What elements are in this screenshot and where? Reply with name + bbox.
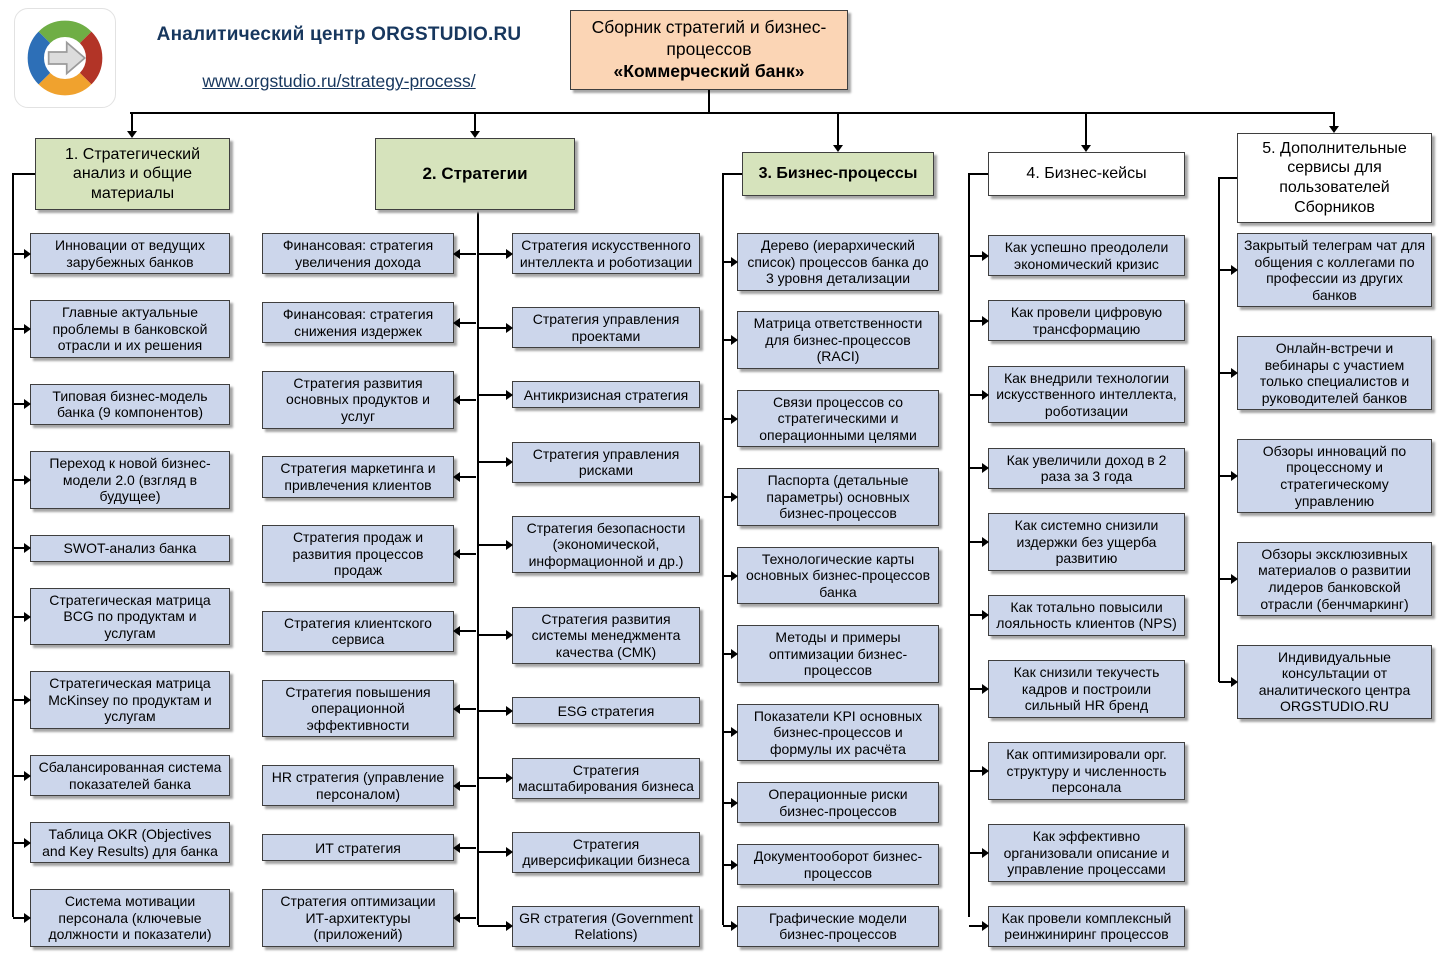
diagram-box: Операционные риски бизнес-процессов — [737, 782, 939, 824]
column-3-spine-stub — [722, 173, 742, 175]
column-3-spine — [722, 173, 724, 925]
brand-url-link[interactable]: www.orgstudio.ru/strategy-process/ — [202, 71, 476, 91]
column-5-spine — [1218, 177, 1220, 682]
diagram-box: Индивидуальные консультации от аналитиче… — [1237, 644, 1432, 719]
diagram-box: Как снизили текучесть кадров и построили… — [988, 660, 1185, 718]
header-drop-arrow-5 — [1333, 112, 1335, 126]
column-additional-services-items: Закрытый телеграм чат для общения с колл… — [1237, 233, 1432, 719]
column-2-spine — [477, 210, 479, 925]
diagram-box: Как увеличили доход в 2 раза за 3 года — [988, 447, 1185, 489]
orgstudio-logo-icon — [27, 20, 103, 96]
diagram-box: Закрытый телеграм чат для общения с колл… — [1237, 233, 1432, 308]
diagram-box: Переход к новой бизнес-модели 2.0 (взгля… — [30, 450, 230, 509]
diagram-box: Онлайн-встречи и вебинары с участием тол… — [1237, 335, 1432, 411]
diagram-box: Обзоры инноваций по процессному и страте… — [1237, 438, 1432, 514]
orgstudio-logo — [14, 8, 116, 108]
column-header-business-processes: 3. Бизнес-процессы — [742, 152, 934, 196]
diagram-box: Стратегия масштабирования бизнеса — [512, 757, 700, 799]
diagram-box: Инновации от ведущих зарубежных банков — [30, 233, 230, 275]
diagram-box: Система мотивации персонала (ключевые до… — [30, 889, 230, 947]
column-4-spine — [968, 173, 970, 917]
diagram-box: HR стратегия (управление персоналом) — [262, 765, 454, 807]
diagram-box: Стратегия маркетинга и привлечения клиен… — [262, 456, 454, 498]
title-line-2: «Коммерческий банк» — [613, 60, 805, 81]
diagram-box: Методы и примеры оптимизации бизнес-проц… — [737, 625, 939, 683]
column-5-spine-stub — [1218, 177, 1237, 179]
column-1-spine — [12, 173, 14, 917]
diagram-box: Стратегия клиентского сервиса — [262, 610, 454, 652]
brand-block: Аналитический центр ORGSTUDIO.RU www.org… — [120, 24, 558, 92]
title-line-1: Сборник стратегий и бизнес-процессов — [591, 17, 827, 60]
logo-ring-yellow — [38, 72, 92, 96]
diagram-box: Как провели комплексный реинжиниринг про… — [988, 905, 1185, 947]
logo-ring-red — [79, 31, 103, 85]
diagram-box: Сбалансированная система показателей бан… — [30, 755, 230, 797]
diagram-box: Стратегия безопасности (экономической, и… — [512, 515, 700, 574]
column-1-spine-stub — [12, 173, 35, 175]
diagram-box: Обзоры эксклюзивных материалов о развити… — [1237, 541, 1432, 617]
logo-ring-blue — [27, 31, 51, 85]
header-drop-arrow-3 — [837, 112, 839, 145]
diagram-box: Как эффективно организовали описание и у… — [988, 824, 1185, 882]
column-header-strategies: 2. Стратегии — [375, 138, 575, 210]
diagram-box: Таблица OKR (Objectives and Key Results)… — [30, 822, 230, 864]
column-header-business-cases: 4. Бизнес-кейсы — [988, 152, 1185, 196]
title-connector-line — [708, 90, 710, 112]
header-drop-arrow-1 — [131, 112, 133, 131]
diagram-box: ESG стратегия — [512, 697, 700, 725]
diagram-box: Стратегия развития системы менеджмента к… — [512, 606, 700, 665]
diagram-box: Дерево (иерархический список) процессов … — [737, 233, 939, 291]
diagram-box: Стратегия искусственного интеллекта и ро… — [512, 233, 700, 275]
column-4-spine-stub — [968, 173, 990, 175]
logo-arrow-icon — [47, 40, 87, 76]
brand-name: Аналитический центр ORGSTUDIO.RU — [156, 24, 522, 45]
diagram-box: Стратегия управления рисками — [512, 441, 700, 483]
diagram-box: Как системно снизили издержки без ущерба… — [988, 513, 1185, 571]
diagram-box: Как провели цифровую трансформацию — [988, 300, 1185, 342]
diagram-box: Стратегическая матрица McKinsey по проду… — [30, 671, 230, 729]
column-header-strategic-analysis: 1. Стратегический анализ и общие материа… — [35, 138, 230, 210]
diagram-box: Документооборот бизнес-процессов — [737, 843, 939, 886]
column-strategies-right-items: Стратегия искусственного интеллекта и ро… — [512, 233, 700, 947]
diagram-box: Паспорта (детальные параметры) основных … — [737, 468, 939, 526]
diagram-box: Типовая бизнес-модель банка (9 компонент… — [30, 383, 230, 425]
diagram-box: Стратегия повышения операционной эффекти… — [262, 679, 454, 738]
logo-ring-green — [38, 20, 92, 44]
diagram-box: Финансовая: стратегия увеличения дохода — [262, 233, 454, 275]
diagram-box: Стратегия развития основных продуктов и … — [262, 370, 454, 429]
diagram-box: Матрица ответственности для бизнес-проце… — [737, 311, 939, 369]
diagram-box: Графические модели бизнес-процессов — [737, 905, 939, 947]
diagram-box: ИТ стратегия — [262, 834, 454, 862]
diagram-box: Как внедрили технологии искусственного и… — [988, 365, 1185, 424]
title-box: Сборник стратегий и бизнес-процессов «Ко… — [570, 10, 848, 90]
diagram-box: Стратегия продаж и развития процессов пр… — [262, 525, 454, 583]
diagram-box: Как оптимизировали орг. структуру и числ… — [988, 742, 1185, 800]
diagram-box: Связи процессов со стратегическими и опе… — [737, 389, 939, 448]
diagram-box: GR стратегия (Government Relations) — [512, 905, 700, 947]
diagram-box: Главные актуальные проблемы в банковской… — [30, 300, 230, 358]
diagram-box: Стратегия диверсификации бизнеса — [512, 831, 700, 873]
diagram-box: Как тотально повысили лояльность клиенто… — [988, 594, 1185, 636]
column-header-additional-services: 5. Дополнительные сервисы для пользовате… — [1237, 133, 1432, 223]
diagram-box: Показатели KPI основных бизнес-процессов… — [737, 703, 939, 762]
diagram-box: Технологические карты основных бизнес-пр… — [737, 546, 939, 605]
diagram-box: Стратегическая матрица BCG по продуктам … — [30, 587, 230, 646]
column-business-processes-items: Дерево (иерархический список) процессов … — [737, 233, 939, 947]
diagram-box: Антикризисная стратегия — [512, 381, 700, 409]
column-business-cases-items: Как успешно преодолели экономический кри… — [988, 235, 1185, 947]
header-drop-arrow-2 — [474, 112, 476, 131]
diagram-box: Финансовая: стратегия снижения издержек — [262, 301, 454, 344]
diagram-box: Стратегия оптимизации ИТ-архитектуры (пр… — [262, 889, 454, 947]
diagram-box: Как успешно преодолели экономический кри… — [988, 235, 1185, 277]
diagram-box: Стратегия управления проектами — [512, 307, 700, 349]
header-drop-arrow-4 — [1085, 112, 1087, 145]
diagram-box: SWOT-анализ банка — [30, 534, 230, 562]
main-horizontal-line — [130, 112, 1334, 114]
